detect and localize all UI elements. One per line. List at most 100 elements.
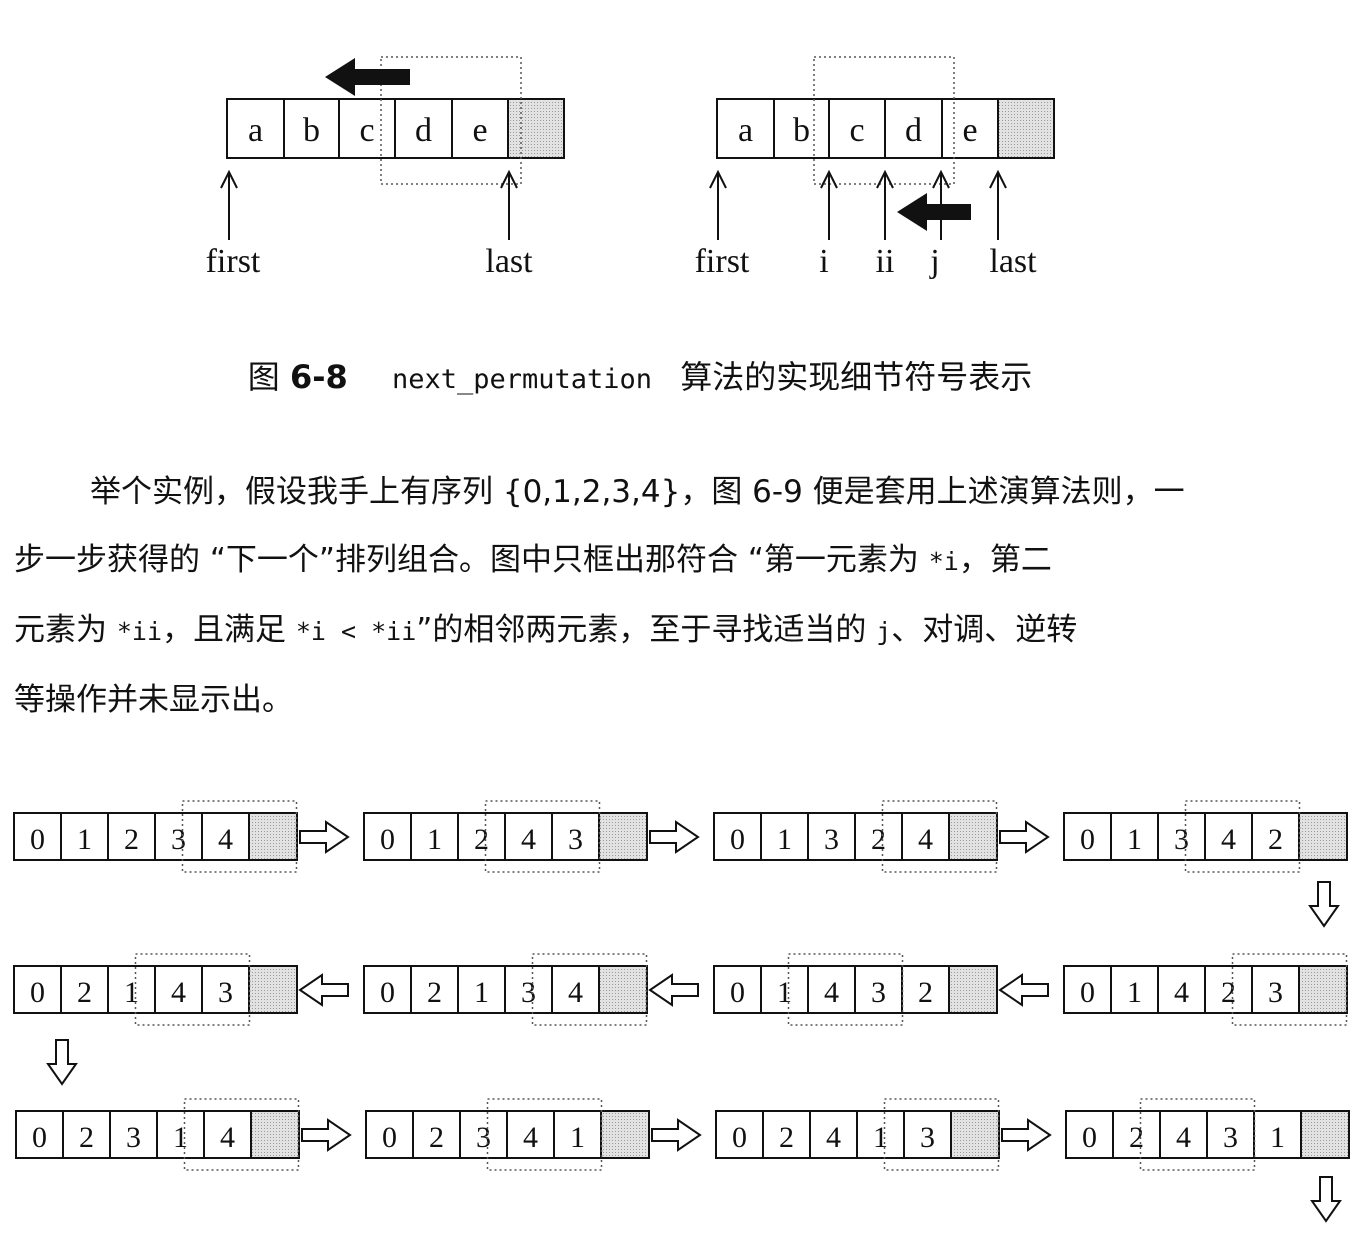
dotted-highlight-box xyxy=(787,953,904,1026)
array-cell xyxy=(363,812,412,861)
end-cell xyxy=(1300,1110,1350,1159)
end-cell xyxy=(598,965,648,1014)
array-cell xyxy=(363,965,412,1014)
pointer-label: j xyxy=(929,243,939,280)
array-cell xyxy=(1204,812,1253,861)
figure-caption: 图 6-8 next_permutation 算法的实现细节符号表示 xyxy=(0,352,1280,398)
step-arrow xyxy=(301,1118,352,1152)
array-cell xyxy=(713,812,762,861)
cell-digit: 4 xyxy=(1221,823,1236,856)
step-arrows xyxy=(299,820,1050,854)
cell-digit: 1 xyxy=(1127,976,1142,1009)
array-cell xyxy=(107,812,156,861)
cell-digit: 2 xyxy=(77,976,92,1009)
cell-digit: 1 xyxy=(427,823,442,856)
paragraph-line-4: 等操作并未显示出。 xyxy=(14,682,293,718)
pointer-label: first xyxy=(206,243,261,280)
end-cell xyxy=(600,1110,650,1159)
inline-code: j xyxy=(876,617,892,646)
cell-letter: b xyxy=(303,112,320,149)
cell-digit: 4 xyxy=(220,1121,235,1154)
array-cell xyxy=(713,965,762,1014)
array-cell xyxy=(504,965,553,1014)
array-cell xyxy=(338,98,396,159)
array-cell xyxy=(60,965,109,1014)
array-cell xyxy=(107,965,156,1014)
cell-digit: 4 xyxy=(918,823,933,856)
array-cell xyxy=(459,1110,508,1159)
cell-digit: 2 xyxy=(474,823,489,856)
cell-letter: a xyxy=(248,112,263,149)
dotted-highlight-box xyxy=(484,800,601,873)
cell-digit: 2 xyxy=(1268,823,1283,856)
cell-digit: 3 xyxy=(521,976,536,1009)
array-cell xyxy=(156,1110,205,1159)
paragraph-text: ”的相邻两元素，至于寻找适当的 xyxy=(416,612,877,648)
cell-letter: c xyxy=(359,112,374,149)
end-cell xyxy=(598,812,648,861)
cell-digit: 0 xyxy=(380,823,395,856)
cell-digit: 2 xyxy=(427,976,442,1009)
cell-digit: 1 xyxy=(173,1121,188,1154)
cell-digit: 3 xyxy=(920,1121,935,1154)
step-arrow xyxy=(998,973,1049,1007)
dotted-highlight-box xyxy=(881,800,998,873)
cell-digit: 0 xyxy=(30,823,45,856)
array-cell xyxy=(226,98,285,159)
cell-digit: 4 xyxy=(568,976,583,1009)
step-arrow-down xyxy=(1308,881,1340,928)
cell-digit: 1 xyxy=(873,1121,888,1154)
cell-digit: 1 xyxy=(474,976,489,1009)
direction-arrow xyxy=(897,193,971,231)
cell-digit: 3 xyxy=(1223,1121,1238,1154)
array-cell xyxy=(412,1110,461,1159)
end-cell xyxy=(948,812,998,861)
cell-letter: d xyxy=(905,112,922,149)
dotted-highlight-box xyxy=(486,1098,603,1171)
dotted-highlight-box xyxy=(1184,800,1301,873)
cell-digit: 0 xyxy=(30,976,45,1009)
caption-number: 6-8 xyxy=(289,358,348,396)
array-cell xyxy=(1206,1110,1255,1159)
cell-digit: 4 xyxy=(521,823,536,856)
pointer-label: ii xyxy=(876,243,895,280)
cell-digit: 2 xyxy=(779,1121,794,1154)
cell-digit: 4 xyxy=(824,976,839,1009)
paragraph-text: ，且满足 xyxy=(162,612,296,648)
cell-digit: 1 xyxy=(570,1121,585,1154)
caption-code: next_permutation xyxy=(391,364,653,395)
pointer-arrowhead xyxy=(932,169,950,189)
end-cell xyxy=(507,98,565,159)
cell-digit: 1 xyxy=(77,823,92,856)
array-cell xyxy=(1157,965,1206,1014)
paragraph-line-1: 举个实例，假设我手上有序列 {0,1,2,3,4}，图 6-9 便是套用上述演算… xyxy=(90,474,1185,510)
cell-digit: 3 xyxy=(1268,976,1283,1009)
array-cell xyxy=(854,812,903,861)
cell-digit: 0 xyxy=(730,976,745,1009)
cell-digit: 0 xyxy=(32,1121,47,1154)
cell-digit: 3 xyxy=(871,976,886,1009)
cell-letter: e xyxy=(472,112,487,149)
step-arrow xyxy=(999,820,1050,854)
array-cell xyxy=(762,1110,811,1159)
cell-letter: e xyxy=(962,112,977,149)
array-cell xyxy=(716,98,775,159)
array-cell xyxy=(760,965,809,1014)
array-cell xyxy=(283,98,340,159)
caption-text: 算法的实现细节符号表示 xyxy=(680,358,1033,396)
array-cell xyxy=(760,812,809,861)
step-arrow xyxy=(299,820,350,854)
array-cell xyxy=(828,98,886,159)
cell-digit: 4 xyxy=(1174,976,1189,1009)
array-cell xyxy=(856,1110,905,1159)
